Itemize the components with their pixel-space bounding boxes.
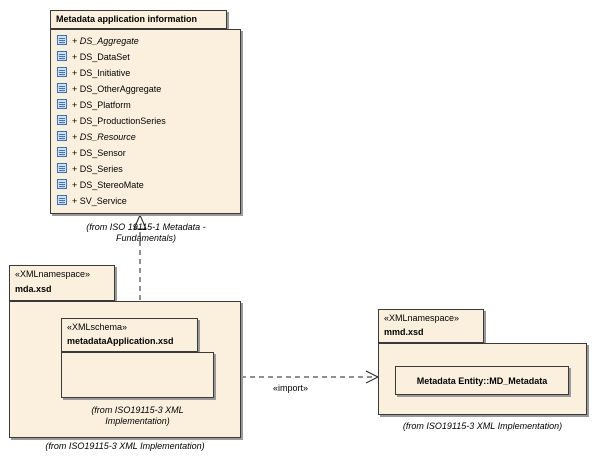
class-icon <box>57 195 67 205</box>
mmd-stereotype: «XMLnamespace» <box>384 313 460 323</box>
class-icon <box>57 99 67 109</box>
metadata-item[interactable]: + DS_ProductionSeries <box>57 113 166 129</box>
schema-name: metadataApplication.xsd <box>67 336 174 346</box>
metadata-package-title: Metadata application information <box>56 14 198 24</box>
metadata-item[interactable]: + DS_Resource <box>57 129 136 145</box>
class-icon <box>57 163 67 173</box>
metadata-item-label: + DS_Sensor <box>72 148 126 158</box>
class-icon <box>57 51 67 61</box>
metadata-item-label: + DS_Series <box>72 164 123 174</box>
class-icon <box>57 147 67 157</box>
metadata-item[interactable]: + SV_Service <box>57 193 127 209</box>
metadata-package-from: (from ISO 19115-1 Metadata - Fundamental… <box>86 222 206 243</box>
mda-stereotype: «XMLnamespace» <box>15 269 91 279</box>
metadata-item[interactable]: + DS_OtherAggregate <box>57 81 161 97</box>
schema-stereotype: «XMLschema» <box>67 322 128 332</box>
metadata-item-label: + DS_DataSet <box>72 52 130 62</box>
md-metadata-label: Metadata Entity::MD_Metadata <box>416 376 548 386</box>
mda-package-from: (from ISO19115-3 XML Implementation) <box>45 441 205 451</box>
metadata-item[interactable]: + DS_Sensor <box>57 145 126 161</box>
mmd-package-name: mmd.xsd <box>384 327 424 337</box>
import-label: «import» <box>273 383 309 393</box>
metadata-item-label: + DS_StereoMate <box>72 180 144 190</box>
class-icon <box>57 83 67 93</box>
class-icon <box>57 67 67 77</box>
metadata-item-label: + DS_Initiative <box>72 68 131 78</box>
schema-body[interactable] <box>61 352 214 398</box>
realization-arrowhead <box>133 213 147 230</box>
metadata-item[interactable]: + DS_DataSet <box>57 49 130 65</box>
metadata-package-tab[interactable]: Metadata application information <box>50 10 227 29</box>
metadata-package-body[interactable]: + DS_Aggregate + DS_DataSet + DS_Initiativ… <box>50 29 241 214</box>
mmd-package-from: (from ISO19115-3 XML Implementation) <box>402 421 563 431</box>
metadata-item[interactable]: + DS_Initiative <box>57 65 130 81</box>
mmd-package-tab[interactable]: «XMLnamespace» mmd.xsd <box>378 309 484 343</box>
metadata-item-label: + DS_OtherAggregate <box>72 84 162 94</box>
schema-from: (from ISO19115-3 XML Implementation) <box>91 405 184 426</box>
schema-tab[interactable]: «XMLschema» metadataApplication.xsd <box>61 318 198 352</box>
mda-package-tab[interactable]: «XMLnamespace» mda.xsd <box>9 265 115 301</box>
metadata-item-label: + SV_Service <box>72 196 127 206</box>
metadata-item-label: + DS_Platform <box>72 100 131 110</box>
metadata-item[interactable]: + DS_StereoMate <box>57 177 144 193</box>
mda-package-name: mda.xsd <box>15 284 52 294</box>
metadata-item-label: + DS_Aggregate <box>72 36 139 46</box>
metadata-item-label: + DS_ProductionSeries <box>72 116 166 126</box>
metadata-item[interactable]: + DS_Series <box>57 161 123 177</box>
class-icon <box>57 35 67 45</box>
class-icon <box>57 131 67 141</box>
metadata-item[interactable]: + DS_Platform <box>57 97 131 113</box>
class-icon <box>57 179 67 189</box>
metadata-item-label: + DS_Resource <box>72 132 136 142</box>
md-metadata-class[interactable]: Metadata Entity::MD_Metadata <box>395 366 569 395</box>
metadata-item[interactable]: + DS_Aggregate <box>57 33 139 49</box>
class-icon <box>57 115 67 125</box>
